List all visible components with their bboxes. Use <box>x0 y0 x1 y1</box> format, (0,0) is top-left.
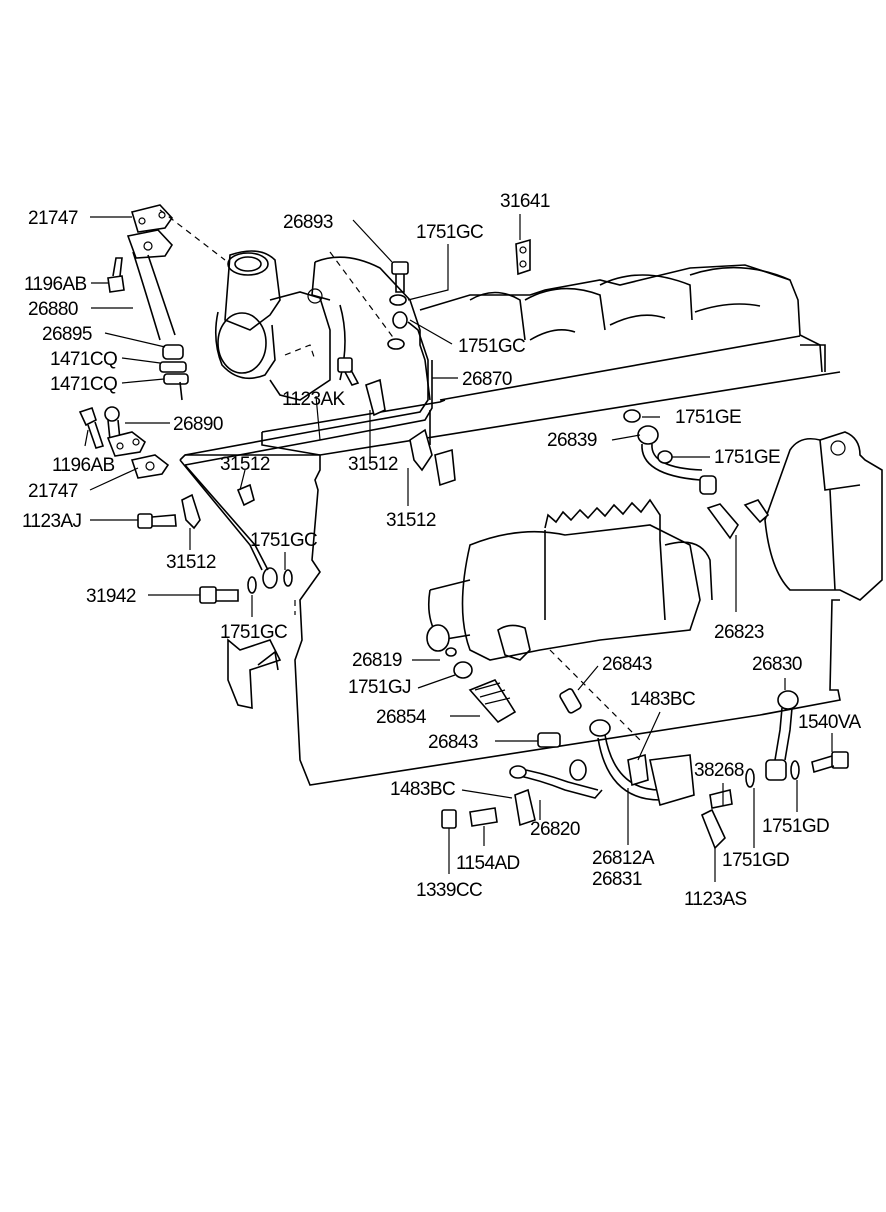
label-26854: 26854 <box>376 707 427 728</box>
label-1751GE-lower: 1751GE <box>714 447 780 468</box>
label-21747-top: 21747 <box>28 208 78 229</box>
label-1483BC-lower: 1483BC <box>390 779 455 800</box>
label-26819: 26819 <box>352 650 402 671</box>
label-26895: 26895 <box>42 324 92 345</box>
label-31512-right: 31512 <box>348 454 398 475</box>
label-1123AS: 1123AS <box>684 889 747 910</box>
label-1751GC-mid: 1751GC <box>458 336 525 357</box>
label-31512-bracket: 31512 <box>386 510 436 531</box>
label-26839: 26839 <box>547 430 597 451</box>
label-26812A: 26812A <box>592 848 655 869</box>
label-1751GC-left-bottom: 1751GC <box>220 622 287 643</box>
label-26870: 26870 <box>462 369 512 390</box>
label-1751GE-top: 1751GE <box>675 407 741 428</box>
small-parts <box>78 204 849 850</box>
label-1751GC-top: 1751GC <box>416 222 483 243</box>
label-38268: 38268 <box>694 760 744 781</box>
label-31512-left: 31512 <box>166 552 216 573</box>
label-1471CQ-a: 1471CQ <box>50 349 117 370</box>
label-31512-mid: 31512 <box>220 454 270 475</box>
label-1751GD-right: 1751GD <box>762 816 829 837</box>
label-1123AK: 1123AK <box>282 389 346 410</box>
label-1751GD-lower: 1751GD <box>722 850 789 871</box>
label-26880: 26880 <box>28 299 78 320</box>
label-26890: 26890 <box>173 414 223 435</box>
label-1154AD: 1154AD <box>456 853 520 874</box>
label-1196AB-lower: 1196AB <box>52 455 115 476</box>
label-26820: 26820 <box>530 819 580 840</box>
label-31641: 31641 <box>500 191 550 212</box>
label-26831: 26831 <box>592 869 642 890</box>
label-26843-upper: 26843 <box>602 654 652 675</box>
label-1751GJ: 1751GJ <box>348 677 411 698</box>
leader-lines <box>84 209 833 882</box>
label-26843-lower: 26843 <box>428 732 478 753</box>
part-number-labels: 21747 1196AB 26880 26895 1471CQ 1471CQ 2… <box>22 191 862 910</box>
label-1196AB-top: 1196AB <box>24 274 87 295</box>
label-21747-lower: 21747 <box>28 481 78 502</box>
label-1483BC-upper: 1483BC <box>630 689 695 710</box>
label-26830: 26830 <box>752 654 802 675</box>
label-1123AJ: 1123AJ <box>22 511 82 532</box>
label-1471CQ-b: 1471CQ <box>50 374 117 395</box>
label-1751GC-left-top: 1751GC <box>250 530 317 551</box>
engine-block-drawing <box>185 250 883 786</box>
label-26893: 26893 <box>283 212 333 233</box>
label-31942: 31942 <box>86 586 136 607</box>
label-1339CC: 1339CC <box>416 880 482 901</box>
label-26823: 26823 <box>714 622 764 643</box>
label-1540VA: 1540VA <box>798 712 862 733</box>
